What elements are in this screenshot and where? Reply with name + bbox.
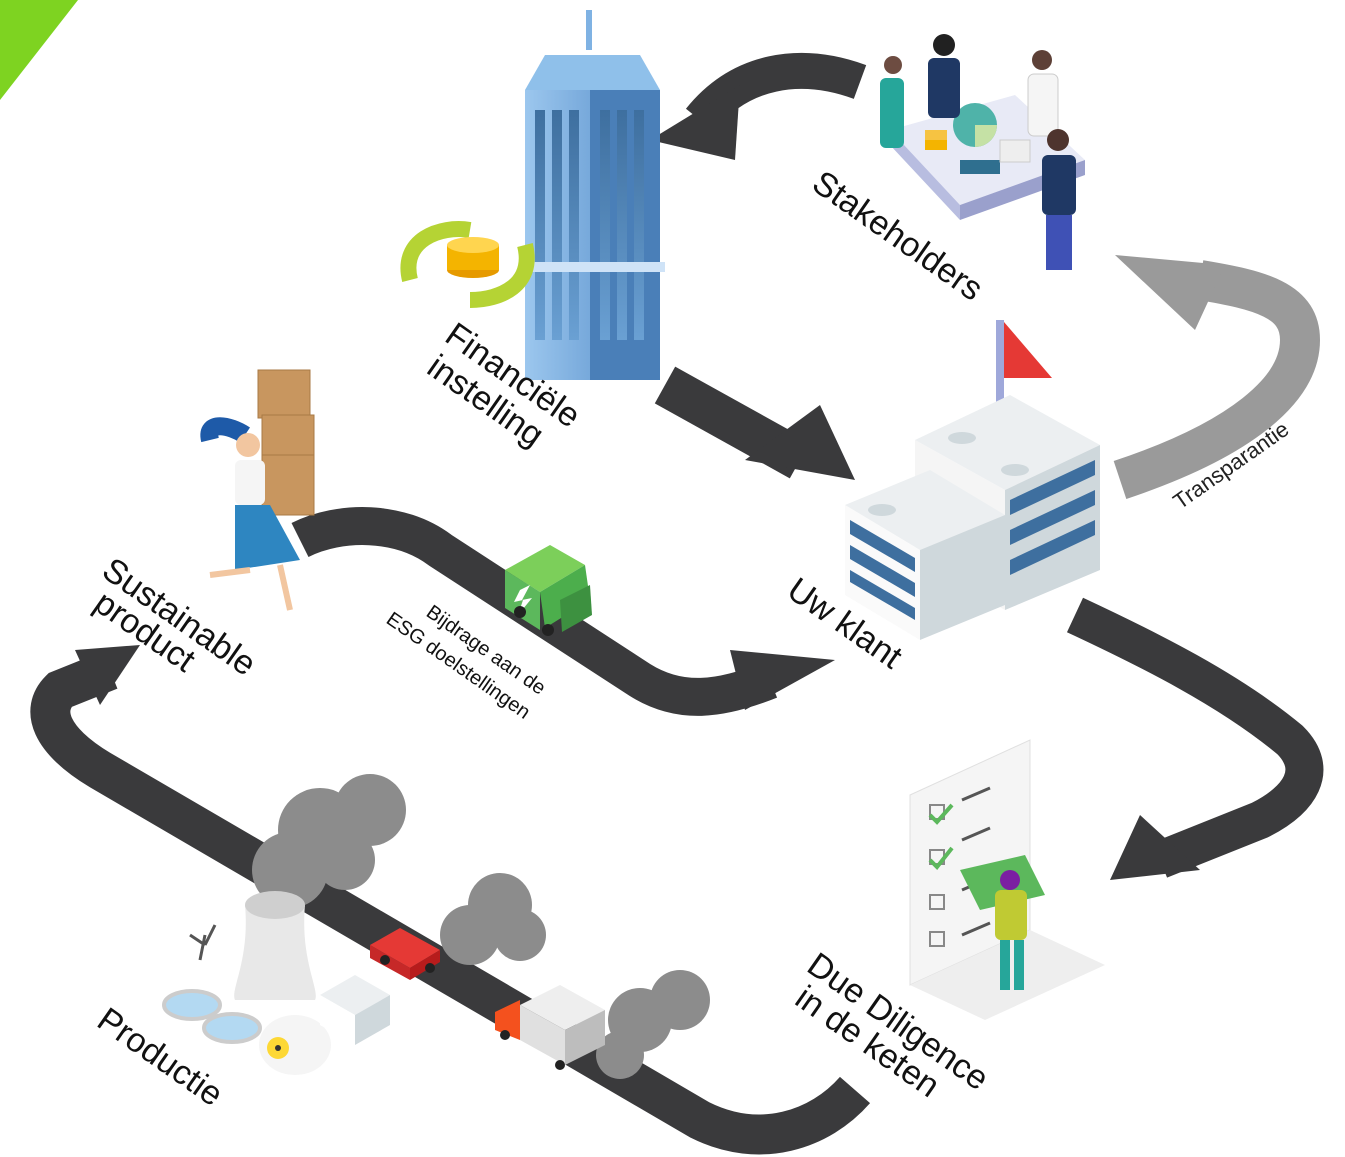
arrow-head-esg-to-client [730, 650, 835, 710]
client-building-illustration [845, 320, 1100, 640]
factory-illustration [162, 891, 390, 1075]
arrow-head-to-financial [650, 85, 740, 160]
skyscraper-illustration [520, 10, 665, 380]
red-car-illustration [370, 928, 440, 980]
road-production-loop [30, 651, 871, 1155]
corner-accent-shape [0, 0, 78, 100]
smoke-clouds [252, 774, 710, 1079]
electric-truck-illustration [505, 545, 592, 636]
woman-with-boxes-illustration [200, 369, 315, 611]
checklist-illustration [909, 739, 1105, 1020]
arrow-transparency [1113, 260, 1321, 499]
lorry-illustration [495, 985, 605, 1070]
coin-cycle-icon [400, 221, 535, 308]
arrow-head-to-sustainable [75, 645, 140, 705]
road-client-to-due-diligence [1066, 597, 1324, 878]
stakeholders-illustration [880, 34, 1085, 270]
arrow-head-to-due-diligence [1110, 815, 1200, 880]
arrow-head-to-client [745, 405, 855, 480]
arrow-head-transparency [1115, 255, 1225, 330]
road-esg-contribution [291, 507, 778, 716]
